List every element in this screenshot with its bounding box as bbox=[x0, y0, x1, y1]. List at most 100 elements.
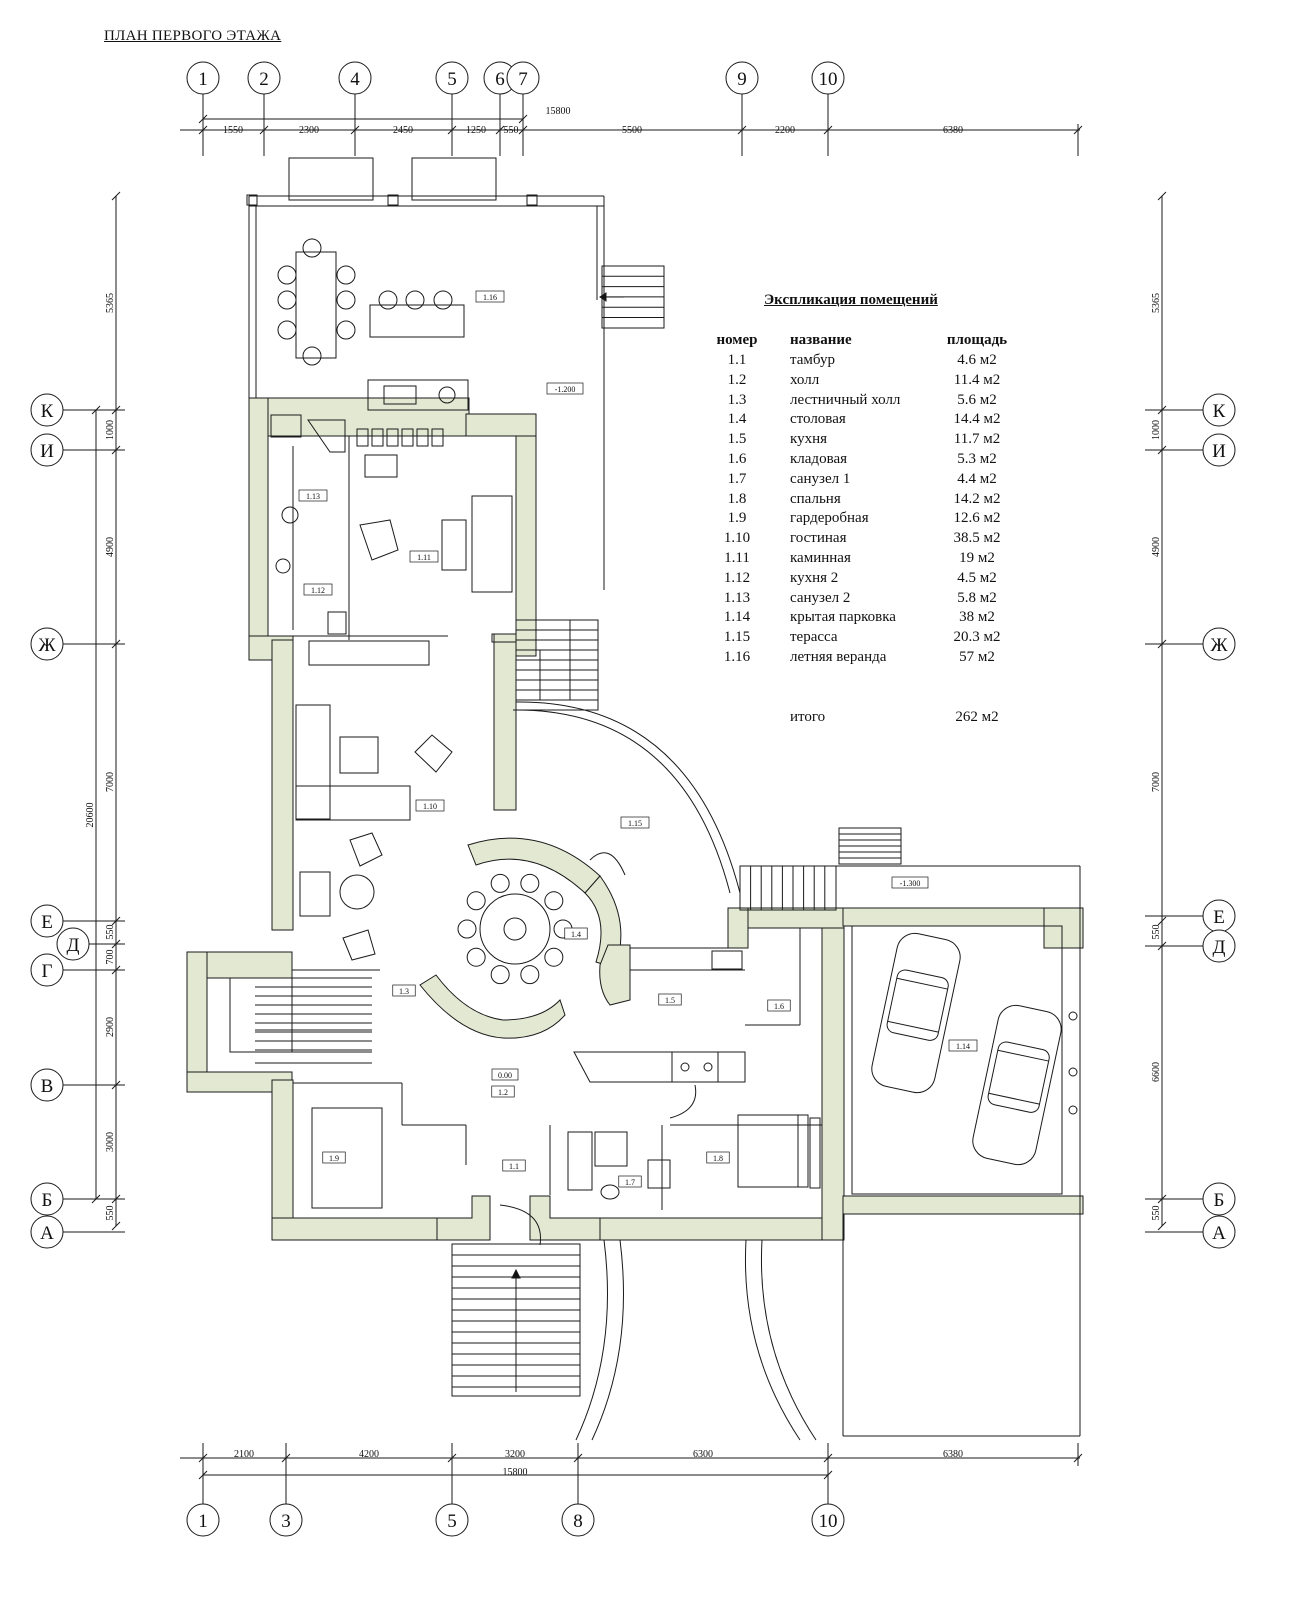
room-tag-box bbox=[298, 489, 328, 502]
dimension-tick bbox=[111, 445, 121, 455]
room-tag-1-4: 1.4 bbox=[571, 930, 581, 939]
entrance-curve-right-outer bbox=[744, 1239, 801, 1441]
wall-entrance-left bbox=[436, 1195, 491, 1241]
dining-chair bbox=[277, 320, 297, 340]
wall-kitchen-north-jog bbox=[727, 907, 749, 949]
dining-chair bbox=[336, 265, 356, 285]
stove bbox=[270, 414, 302, 438]
legend-name: гостиная bbox=[790, 530, 847, 547]
kitchen-island bbox=[573, 1051, 746, 1083]
legend-name: кухня bbox=[790, 431, 828, 448]
axis-bubble-top bbox=[247, 61, 281, 95]
bathtub bbox=[567, 1131, 593, 1191]
toilet-bowl bbox=[600, 1184, 620, 1200]
bedside-wardrobe bbox=[809, 1117, 821, 1189]
room-tag-box bbox=[409, 550, 439, 563]
axis-label-left: Д bbox=[67, 935, 80, 956]
bar-stool bbox=[378, 290, 398, 310]
dining-chair bbox=[277, 265, 297, 285]
dimension-left-segment: 550 bbox=[105, 925, 116, 940]
fireplace-stones bbox=[386, 428, 399, 447]
coffee-table bbox=[441, 519, 467, 571]
entrance-stair bbox=[451, 1243, 581, 1397]
grid-axes bbox=[30, 61, 1236, 1537]
wall-garage-south bbox=[842, 1195, 1084, 1215]
door-swing bbox=[499, 1204, 541, 1246]
armchair bbox=[359, 519, 399, 561]
dimension-top-segment: 1550 bbox=[223, 125, 243, 136]
legend-header-num: номер bbox=[716, 332, 758, 348]
legend-area: 38.5 м2 bbox=[953, 530, 1001, 547]
axis-label-top: 1 bbox=[198, 69, 208, 90]
stove-small bbox=[647, 1159, 671, 1189]
plan-title: ПЛАН ПЕРВОГО ЭТАЖА bbox=[104, 28, 282, 44]
parking-bay bbox=[851, 925, 1063, 1195]
car bbox=[871, 932, 961, 1094]
burner bbox=[703, 1062, 713, 1072]
room-tag-box bbox=[706, 1151, 730, 1164]
axis-bubble-top bbox=[725, 61, 759, 95]
furniture bbox=[275, 238, 1078, 1200]
fireplace-stones bbox=[401, 428, 414, 447]
axis-label-top: 5 bbox=[447, 69, 457, 90]
dimension-right-segment: 1000 bbox=[1151, 420, 1162, 440]
dimension-tick bbox=[111, 1080, 121, 1090]
room-tag-box bbox=[564, 927, 588, 940]
legend-name: холл bbox=[790, 371, 820, 388]
axis-bubble-right bbox=[1202, 393, 1236, 427]
axis-bubble-right bbox=[1202, 1182, 1236, 1216]
dimension-top-segment: 6380 bbox=[943, 125, 963, 136]
level-mark: -1.300 bbox=[900, 879, 921, 888]
stair-arrowhead bbox=[511, 1268, 521, 1279]
dimension-left-segment: 2900 bbox=[105, 1017, 116, 1037]
room-tag-1-2: 1.2 bbox=[498, 1088, 508, 1097]
dimension-right-segment: 7000 bbox=[1151, 772, 1162, 792]
dimension-left-segment: 3000 bbox=[105, 1132, 116, 1152]
dimension-bottom-total: 15800 bbox=[503, 1467, 528, 1478]
wall-stair-west bbox=[186, 951, 208, 1093]
room-tag-1-13: 1.13 bbox=[306, 492, 320, 501]
car-cabin bbox=[886, 969, 949, 1041]
legend-area: 14.2 м2 bbox=[953, 490, 1001, 507]
legend-num: 1.14 bbox=[723, 609, 751, 626]
wall-west-lower bbox=[271, 1079, 294, 1241]
wall-west-living bbox=[271, 639, 294, 931]
axis-bubble-right bbox=[1202, 929, 1236, 963]
legend-name: тамбур bbox=[790, 352, 835, 368]
bar-stool bbox=[433, 290, 453, 310]
entrance-curve-left-inner bbox=[591, 1239, 624, 1441]
axis-label-right: Д bbox=[1213, 937, 1226, 958]
axis-bubble-top bbox=[186, 61, 220, 95]
axis-bubble-top bbox=[811, 61, 845, 95]
dimension-tick bbox=[823, 1470, 833, 1480]
dining-chair bbox=[490, 873, 510, 893]
car bbox=[972, 1004, 1062, 1166]
entrance-curve-left-outer bbox=[575, 1239, 608, 1441]
drain-point bbox=[1068, 1105, 1078, 1115]
level-mark-box bbox=[891, 876, 929, 889]
legend-num: 1.4 bbox=[727, 411, 747, 428]
dining-chair bbox=[277, 290, 297, 310]
dimension-tick bbox=[198, 114, 208, 124]
dimension-tick bbox=[111, 1194, 121, 1204]
dimension-tick bbox=[1157, 1221, 1167, 1231]
axis-bubble-left bbox=[56, 927, 90, 961]
dining-chair bbox=[466, 891, 486, 911]
dimension-left-segment: 550 bbox=[105, 1206, 116, 1221]
axis-label-bottom: 3 bbox=[281, 1511, 291, 1532]
legend-name: кладовая bbox=[790, 451, 848, 467]
legend-header-name: название bbox=[790, 332, 852, 348]
walls bbox=[186, 397, 1084, 1241]
room-tag-1-16: 1.16 bbox=[483, 293, 497, 302]
armchair bbox=[349, 832, 383, 867]
legend-name: терасса bbox=[790, 629, 838, 646]
dining-chair bbox=[302, 238, 322, 258]
dimension-tick bbox=[1157, 941, 1167, 951]
axis-label-right: И bbox=[1212, 441, 1226, 462]
fireplace-stones bbox=[431, 428, 444, 447]
axis-bubble-top bbox=[506, 61, 540, 95]
terrace-stair bbox=[739, 865, 837, 911]
axis-bubble-left bbox=[30, 393, 64, 427]
burner bbox=[680, 1062, 690, 1072]
